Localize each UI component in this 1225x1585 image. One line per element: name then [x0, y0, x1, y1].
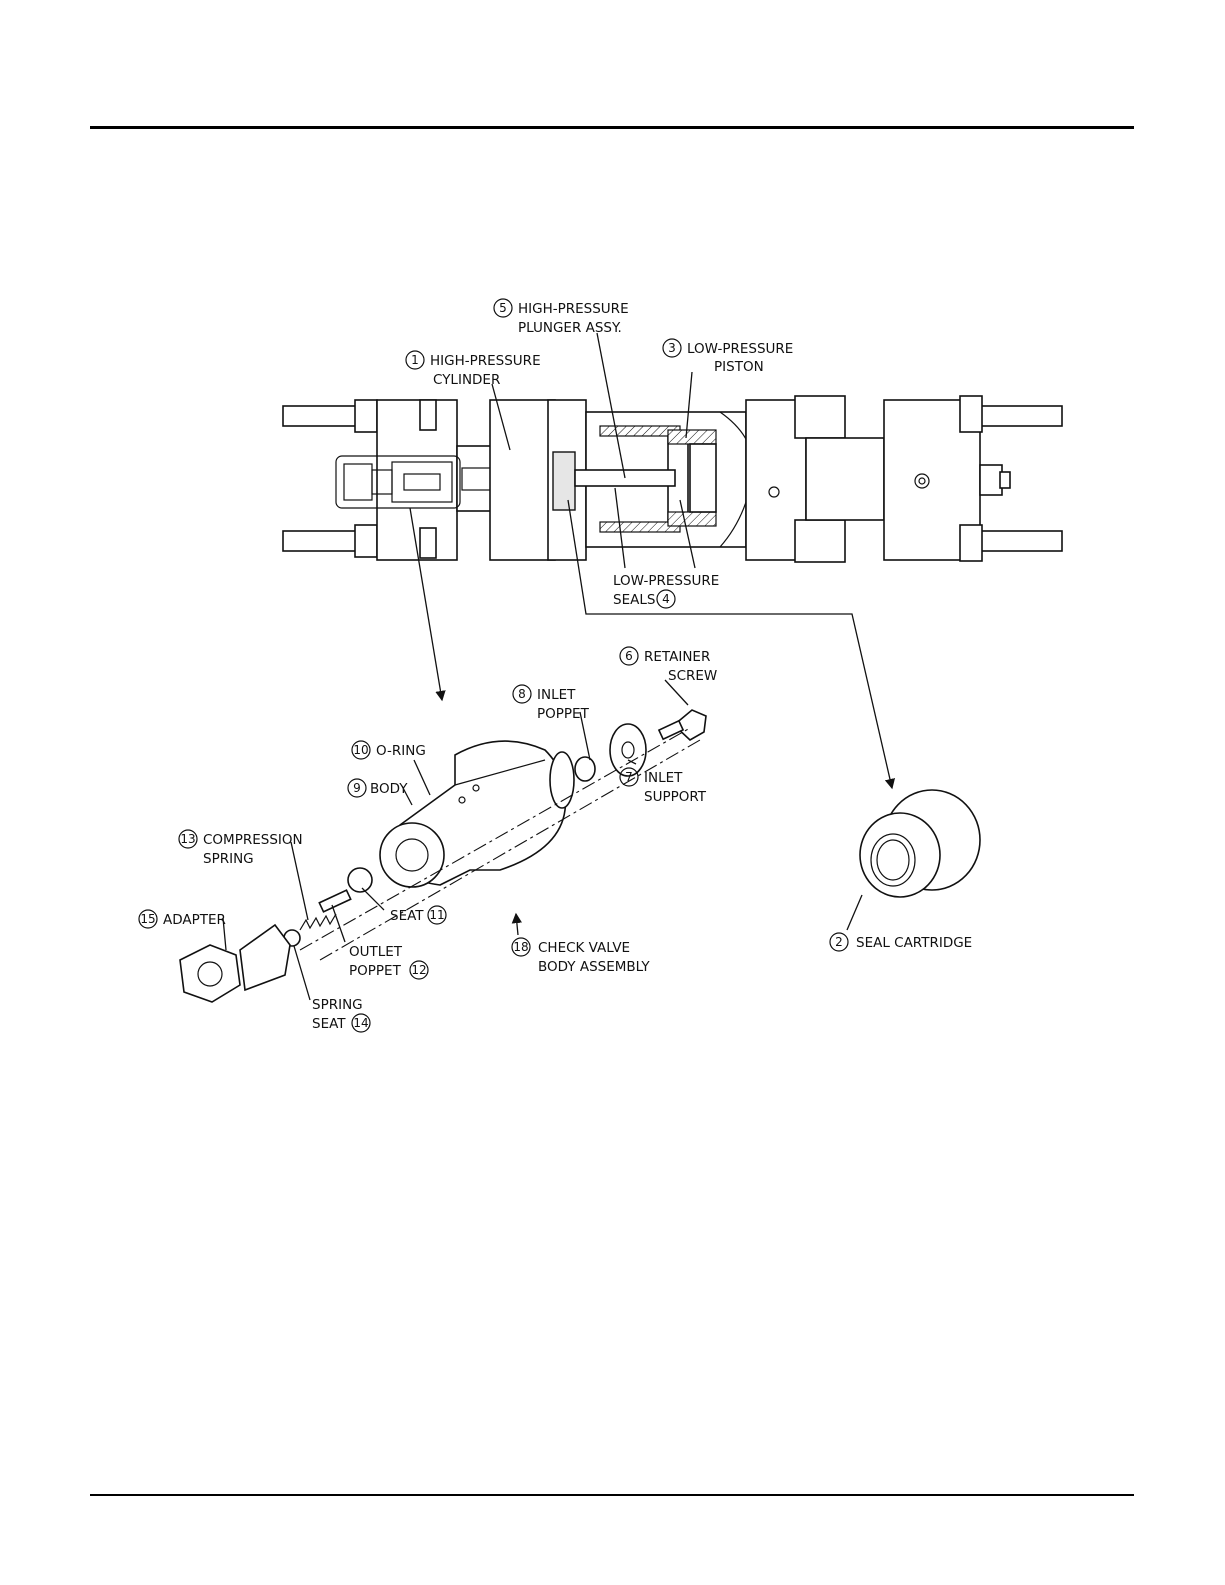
svg-text:OUTLET: OUTLET — [349, 944, 403, 960]
svg-text:RETAINER: RETAINER — [644, 649, 710, 665]
svg-text:BODY ASSEMBLY: BODY ASSEMBLY — [538, 959, 650, 975]
label-seat: SEAT 11 — [390, 906, 446, 924]
intensifier-assembly — [283, 396, 1062, 562]
svg-text:15: 15 — [140, 912, 155, 926]
svg-text:BODY: BODY — [370, 781, 408, 797]
svg-text:O-RING: O-RING — [376, 743, 426, 759]
svg-text:HIGH-PRESSURE: HIGH-PRESSURE — [518, 301, 629, 317]
svg-text:POPPET: POPPET — [537, 706, 590, 722]
label-check-valve-assembly: 18 CHECK VALVE BODY ASSEMBLY — [512, 938, 650, 975]
svg-text:6: 6 — [625, 649, 633, 663]
svg-text:INLET: INLET — [644, 770, 683, 786]
svg-text:SEAT: SEAT — [390, 908, 424, 924]
svg-text:LOW-PRESSURE: LOW-PRESSURE — [613, 573, 719, 589]
label-lp-seals: LOW-PRESSURE SEALS 4 — [613, 573, 719, 608]
svg-text:COMPRESSION: COMPRESSION — [203, 832, 303, 848]
svg-text:9: 9 — [353, 781, 361, 795]
svg-text:INLET: INLET — [537, 687, 576, 703]
svg-text:PISTON: PISTON — [714, 359, 764, 375]
svg-text:SCREW: SCREW — [668, 668, 717, 684]
svg-text:8: 8 — [518, 687, 526, 701]
svg-text:LOW-PRESSURE: LOW-PRESSURE — [687, 341, 793, 357]
label-lp-piston: 3 LOW-PRESSURE PISTON — [663, 339, 793, 375]
label-spring-seat: SPRING SEAT 14 — [312, 997, 370, 1032]
svg-text:12: 12 — [411, 963, 426, 977]
label-hp-plunger: 5 HIGH-PRESSURE PLUNGER ASSY. — [494, 299, 629, 336]
svg-text:HIGH-PRESSURE: HIGH-PRESSURE — [430, 353, 541, 369]
svg-text:CHECK VALVE: CHECK VALVE — [538, 940, 630, 956]
svg-text:13: 13 — [180, 832, 195, 846]
label-seal-cartridge: 2 SEAL CARTRIDGE — [830, 933, 972, 951]
svg-text:SPRING: SPRING — [203, 851, 254, 867]
svg-text:11: 11 — [429, 908, 444, 922]
svg-text:ADAPTER: ADAPTER — [163, 912, 226, 928]
svg-text:PLUNGER ASSY.: PLUNGER ASSY. — [518, 320, 622, 336]
label-body: 9 BODY — [348, 779, 408, 797]
svg-text:14: 14 — [353, 1016, 368, 1030]
svg-text:2: 2 — [835, 935, 843, 949]
svg-text:3: 3 — [668, 341, 676, 355]
svg-text:POPPET: POPPET — [349, 963, 402, 979]
label-adapter: 15 ADAPTER — [139, 910, 226, 928]
label-inlet-poppet: 8 INLET POPPET — [513, 685, 590, 722]
label-hp-cylinder: 1 HIGH-PRESSURE CYLINDER — [406, 351, 541, 388]
svg-text:SUPPORT: SUPPORT — [644, 789, 707, 805]
label-outlet-poppet: OUTLET POPPET 12 — [349, 944, 428, 979]
svg-text:10: 10 — [353, 743, 368, 757]
svg-text:SEALS: SEALS — [613, 592, 655, 608]
svg-text:SEAT: SEAT — [312, 1016, 346, 1032]
seal-cartridge-drawing — [860, 790, 980, 897]
label-o-ring: 10 O-RING — [352, 741, 426, 759]
svg-text:SEAL CARTRIDGE: SEAL CARTRIDGE — [856, 935, 972, 951]
svg-text:1: 1 — [411, 353, 419, 367]
label-compression-spring: 13 COMPRESSION SPRING — [179, 830, 303, 867]
svg-text:SPRING: SPRING — [312, 997, 363, 1013]
svg-text:18: 18 — [513, 940, 528, 954]
svg-text:7: 7 — [625, 770, 633, 784]
svg-text:4: 4 — [662, 592, 670, 606]
svg-text:5: 5 — [499, 301, 507, 315]
label-retainer-screw: 6 RETAINER SCREW — [620, 647, 717, 684]
svg-text:CYLINDER: CYLINDER — [433, 372, 500, 388]
